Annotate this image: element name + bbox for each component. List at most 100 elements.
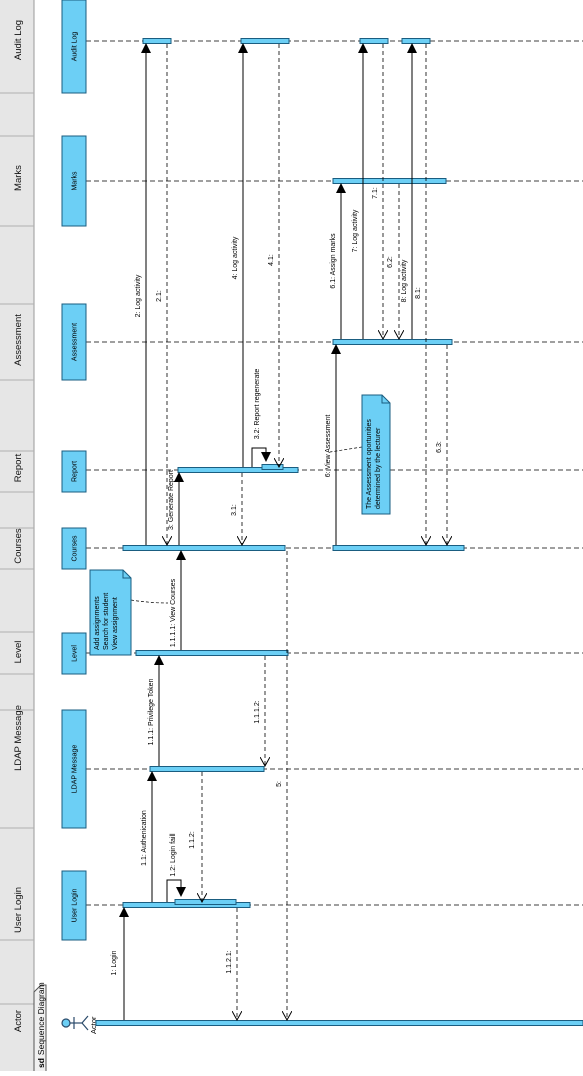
swimlane-header-courses: Courses (13, 528, 24, 564)
message-line (166, 879, 186, 902)
note-text: The Assessment oportunities (366, 419, 373, 509)
message-1-login[interactable]: 1: Login (111, 907, 129, 1020)
message-4-1[interactable]: 4.1: (268, 44, 279, 467)
activation-bar-actor (95, 1020, 583, 1026)
lifeline-label-assessment: Assessment (72, 323, 79, 361)
message-1-1-1-privilege-token[interactable]: 1.1.1: Privilege Token (148, 655, 164, 766)
activation-bar-audit (359, 38, 389, 44)
message-3-generate-report[interactable]: 3: Generate Report (168, 470, 184, 545)
message-3-1[interactable]: 3.1: (231, 473, 242, 545)
message-label: 1: Login (111, 950, 118, 975)
message-label: 1.2: Login faill (170, 833, 177, 877)
lifeline-box-report[interactable] (61, 450, 87, 493)
actor-figure[interactable] (61, 1015, 89, 1031)
lifeline-box-assessment[interactable] (61, 303, 87, 381)
activation-bar-assessment (332, 339, 453, 345)
message-label: 5: (276, 781, 283, 787)
lifeline-box-audit[interactable] (61, 0, 87, 94)
lifeline-label-ldap: LDAP Message (72, 745, 79, 794)
message-label: 6.3: (436, 441, 443, 453)
note-connector (329, 446, 363, 453)
swimlane-header-assessment: Assessment (13, 314, 24, 366)
lifeline-label-courses: Courses (72, 535, 79, 562)
lifeline-box-level[interactable] (61, 632, 87, 675)
message-2-1[interactable]: 2.1: (156, 44, 167, 545)
message-2-log-activity[interactable]: 2: Log activity (135, 43, 151, 545)
message-line (251, 447, 271, 467)
note-text: determined by the lecturer (375, 427, 382, 509)
message-label: 8: Log activity (401, 259, 408, 302)
message-6-view-assessment[interactable]: 6: View Assessment (325, 344, 341, 545)
swimlane-header-report: Report (13, 453, 24, 482)
message-7-log-activity[interactable]: 7: Log activity (352, 43, 368, 339)
message-label: 4: Log activity (232, 236, 239, 279)
note-text: View assignment (112, 597, 119, 650)
swimlane-header-user-login: User Login (13, 887, 24, 933)
message-label: 3: Generate Report (168, 470, 175, 530)
activation-bar-level (135, 650, 289, 656)
message-5[interactable]: 5: (276, 551, 287, 1020)
message-label: 1.1.1.1: View Courses (170, 578, 177, 647)
tab-prefix: sd (36, 1058, 46, 1068)
message-label: 4.1: (268, 254, 275, 266)
message-label: 8.1: (415, 287, 422, 299)
message-1-1-1-2[interactable]: 1.1.1.2: (254, 656, 265, 766)
activation-bar-audit (240, 38, 290, 44)
activation-bar-audit (142, 38, 172, 44)
swimlane-header-strip (0, 0, 35, 1071)
svg-text:sdSequence Diagram: sdSequence Diagram (36, 982, 46, 1068)
message-8-1[interactable]: 8.1: (415, 44, 426, 545)
message-label: 1.1.2.1: (226, 950, 233, 973)
message-label: 1.1.2: (189, 831, 196, 849)
message-8-log-activity[interactable]: 8: Log activity (401, 43, 417, 339)
lifeline-label-audit: Audit Log (72, 32, 79, 62)
message-label: 6: View Assessment (325, 415, 332, 478)
activation-bar-userlogin (174, 899, 237, 905)
swimlane-header-actor: Actor (13, 1010, 24, 1032)
lifeline-box-marks[interactable] (61, 135, 87, 227)
swimlane-header-marks: Marks (13, 165, 24, 191)
message-3-2-report-regenerate[interactable]: 3.2: Report regenerate (251, 369, 271, 467)
message-1-1-authenication[interactable]: 1.1: Authenication (141, 771, 157, 902)
lifeline-box-courses[interactable] (61, 527, 87, 570)
message-label: 1.1: Authenication (141, 810, 148, 866)
message-6-1-assign-marks[interactable]: 6.1: Assign marks (330, 183, 346, 339)
note-body (89, 569, 132, 656)
diagram-tab[interactable]: sdSequence Diagram (33, 982, 47, 1071)
note-text: Search for student (103, 593, 110, 650)
message-6-3[interactable]: 6.3: (436, 345, 447, 545)
activation-bar-audit (401, 38, 431, 44)
swimlane-header-ldap-message: LDAP Message (13, 705, 24, 771)
note-fold (381, 395, 390, 404)
message-label: 2: Log activity (135, 274, 142, 317)
activation-bar-ldap (149, 766, 265, 772)
message-label: 3.2: Report regenerate (254, 369, 261, 440)
activation-bar-marks (332, 178, 447, 184)
lifeline-label-level: Level (72, 645, 79, 662)
lifeline-box-userlogin[interactable] (61, 870, 87, 941)
note-fold (122, 570, 131, 579)
message-label: 6.2: (387, 256, 394, 268)
message-6-2[interactable]: 6.2: (387, 184, 399, 339)
lifeline-box-ldap[interactable] (61, 709, 87, 829)
message-1-1-2[interactable]: 1.1.2: (189, 772, 202, 902)
message-label: 1.1.1: Privilege Token (148, 678, 155, 745)
lifeline-label-marks: Marks (72, 171, 79, 191)
message-1-2-login-faill[interactable]: 1.2: Login faill (166, 833, 186, 902)
swimlane-header-audit-log: Audit Log (13, 20, 24, 60)
note-text: Add assignments (94, 596, 101, 650)
lifeline-label-userlogin: User Login (72, 888, 79, 922)
message-4-log-activity[interactable]: 4: Log activity (232, 43, 248, 467)
message-1-1-1-1-view-courses[interactable]: 1.1.1.1: View Courses (170, 550, 186, 650)
activation-bar-courses (332, 545, 465, 551)
message-1-1-2-1[interactable]: 1.1.2.1: (226, 908, 237, 1020)
note-connector (130, 599, 169, 604)
message-7-1[interactable]: 7.1: (372, 44, 383, 339)
activation-bar-courses (122, 545, 286, 551)
activation-bar-report (261, 464, 284, 470)
lifeline-label-report: Report (72, 461, 79, 482)
message-label: 7.1: (372, 187, 379, 199)
